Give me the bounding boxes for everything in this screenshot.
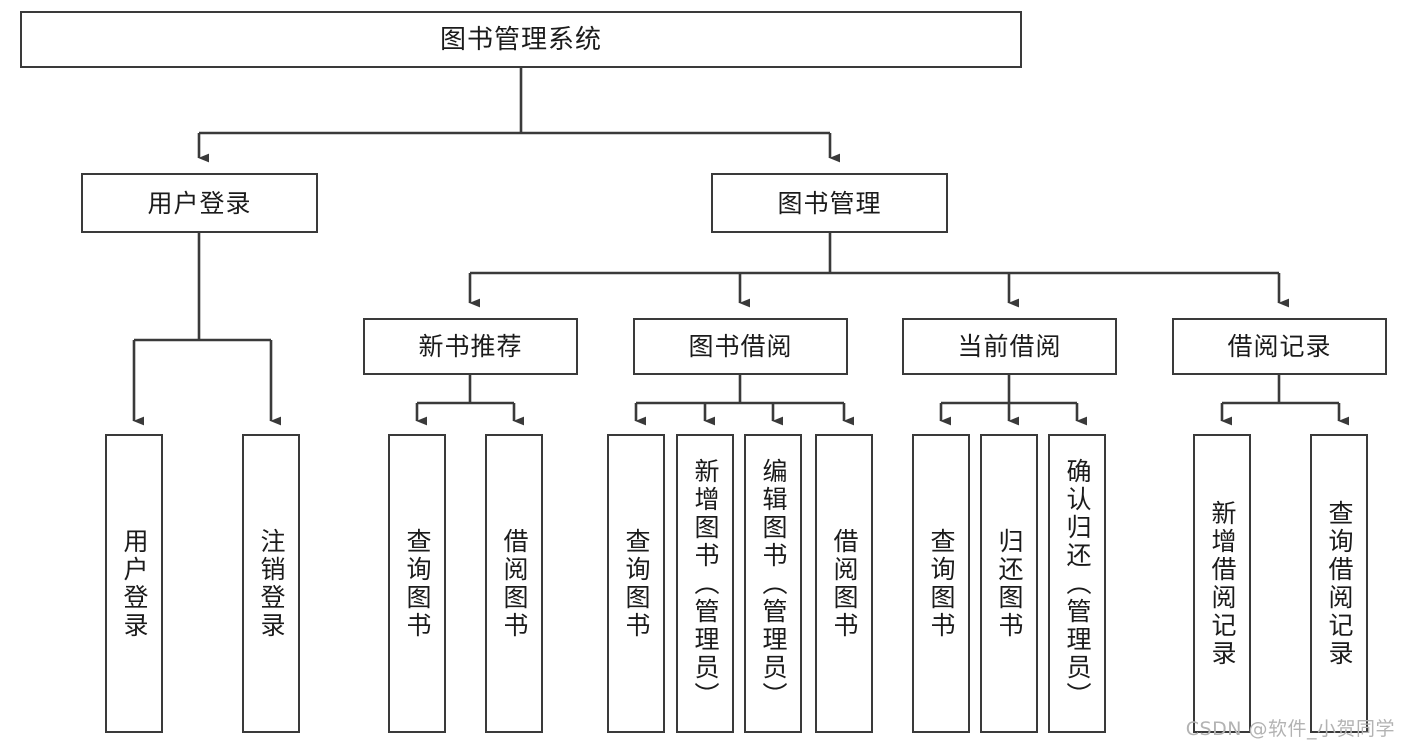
node-leaf-logout[interactable]: 注销登录 [242,434,300,733]
node-leaf-return-book[interactable]: 归还图书 [980,434,1038,733]
node-current-borrow[interactable]: 当前借阅 [902,318,1117,375]
node-borrow-record-label: 借阅记录 [1227,332,1332,361]
node-leaf-query-book-3-label: 查询图书 [927,527,956,640]
node-leaf-query-book-2-label: 查询图书 [622,527,651,640]
node-leaf-query-book-1[interactable]: 查询图书 [388,434,446,733]
node-root[interactable]: 图书管理系统 [20,11,1022,68]
node-leaf-query-book-1-label: 查询图书 [403,527,432,640]
node-leaf-query-record[interactable]: 查询借阅记录 [1310,434,1368,733]
node-leaf-confirm-return-label: 确认归还（管理员） [1063,457,1092,710]
node-leaf-confirm-return[interactable]: 确认归还（管理员） [1048,434,1106,733]
node-book-borrow-label: 图书借阅 [688,332,793,361]
node-borrow-record[interactable]: 借阅记录 [1172,318,1387,375]
node-leaf-add-record-label: 新增借阅记录 [1208,499,1237,668]
node-leaf-user-login-label: 用户登录 [120,527,149,640]
node-book-borrow[interactable]: 图书借阅 [633,318,848,375]
node-leaf-edit-book-label: 编辑图书（管理员） [759,457,788,710]
node-leaf-edit-book[interactable]: 编辑图书（管理员） [744,434,802,733]
node-current-borrow-label: 当前借阅 [957,332,1062,361]
node-leaf-query-book-3[interactable]: 查询图书 [912,434,970,733]
node-leaf-borrow-book-2-label: 借阅图书 [830,527,859,640]
node-leaf-borrow-book-1-label: 借阅图书 [500,527,529,640]
node-user-login-label: 用户登录 [147,188,252,218]
node-leaf-add-book-label: 新增图书（管理员） [691,457,720,710]
node-leaf-logout-label: 注销登录 [257,527,286,640]
node-leaf-query-record-label: 查询借阅记录 [1325,499,1354,668]
node-leaf-borrow-book-1[interactable]: 借阅图书 [485,434,543,733]
node-leaf-add-book[interactable]: 新增图书（管理员） [676,434,734,733]
node-new-book-recommend[interactable]: 新书推荐 [363,318,578,375]
node-root-label: 图书管理系统 [439,24,602,55]
node-new-book-recommend-label: 新书推荐 [418,332,523,361]
node-leaf-user-login[interactable]: 用户登录 [105,434,163,733]
node-leaf-borrow-book-2[interactable]: 借阅图书 [815,434,873,733]
node-book-manage[interactable]: 图书管理 [711,173,948,233]
node-book-manage-label: 图书管理 [777,188,882,218]
node-leaf-return-book-label: 归还图书 [995,527,1024,640]
node-user-login[interactable]: 用户登录 [81,173,318,233]
node-leaf-query-book-2[interactable]: 查询图书 [607,434,665,733]
node-leaf-add-record[interactable]: 新增借阅记录 [1193,434,1251,733]
